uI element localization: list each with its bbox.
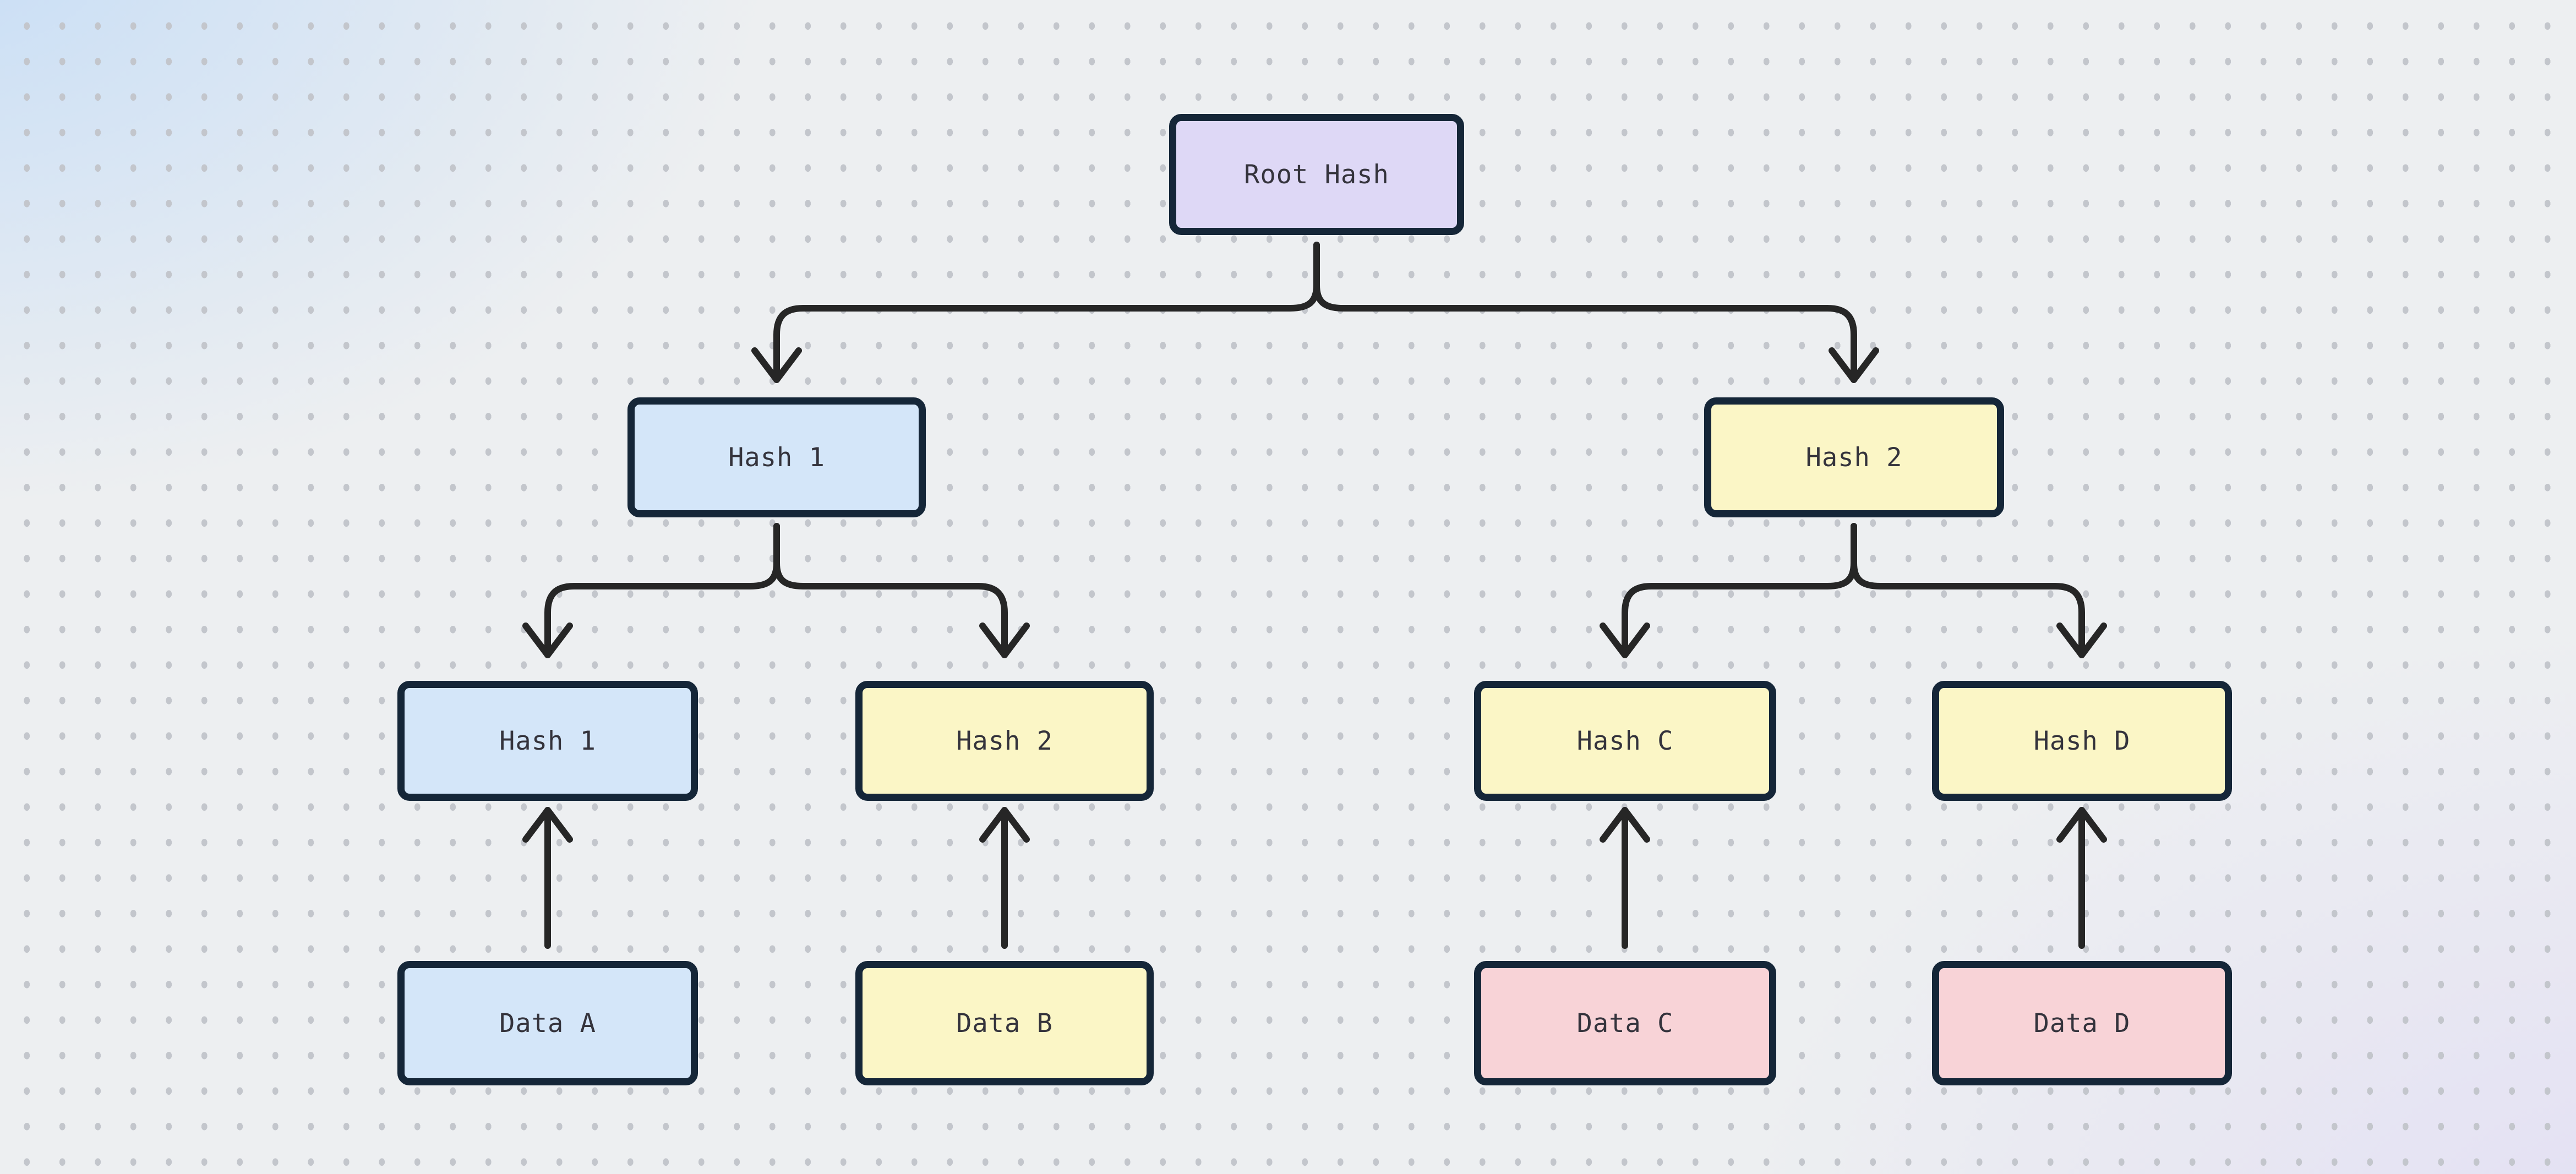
arrowhead-down-icon-hash-1-split-right [979, 623, 1030, 658]
arrowhead-down-icon-hash-1-split-left [522, 623, 573, 658]
node-data-d[interactable]: Data D [1932, 961, 2232, 1085]
arrowhead-down-icon-hash-2-split-left [1600, 623, 1650, 658]
node-hash-2-l2[interactable]: Hash 2 [1704, 397, 2004, 517]
arrowhead-up-icon-data-b-to-hash-2 [979, 807, 1030, 843]
arrowhead-down-icon-root-hash-split-right [1829, 347, 1879, 383]
arrowhead-down-icon-hash-2-split-right [2056, 623, 2107, 658]
node-hash-1-l2-label: Hash 1 [728, 442, 825, 473]
node-root-hash[interactable]: Root Hash [1169, 114, 1464, 235]
node-hash-1-l3-label: Hash 1 [499, 725, 596, 756]
arrowhead-up-icon-data-d-to-hash-d [2056, 807, 2107, 843]
node-hash-1-l3[interactable]: Hash 1 [397, 681, 698, 801]
node-data-b[interactable]: Data B [855, 961, 1154, 1085]
node-hash-c-l3-label: Hash C [1576, 725, 1674, 756]
node-data-d-label: Data D [2033, 1008, 2131, 1039]
node-data-c-label: Data C [1576, 1008, 1674, 1039]
node-data-c[interactable]: Data C [1474, 961, 1776, 1085]
node-root-hash-label: Root Hash [1244, 159, 1389, 190]
node-data-a[interactable]: Data A [397, 961, 698, 1085]
node-hash-2-l2-label: Hash 2 [1805, 442, 1903, 473]
node-hash-2-l3-label: Hash 2 [956, 725, 1053, 756]
node-hash-d-l3[interactable]: Hash D [1932, 681, 2232, 801]
node-hash-1-l2[interactable]: Hash 1 [627, 397, 926, 517]
connector-hash-2-split-right [1851, 523, 2085, 658]
node-data-b-label: Data B [956, 1008, 1053, 1039]
node-hash-c-l3[interactable]: Hash C [1474, 681, 1776, 801]
arrowhead-up-icon-data-c-to-hash-c [1600, 807, 1650, 843]
node-hash-d-l3-label: Hash D [2033, 725, 2131, 756]
connector-hash-1-split-right [773, 523, 1008, 658]
arrowhead-down-icon-root-hash-split-left [751, 347, 802, 383]
arrowhead-up-icon-data-a-to-hash-1 [522, 807, 573, 843]
node-data-a-label: Data A [499, 1008, 596, 1039]
node-hash-2-l3[interactable]: Hash 2 [855, 681, 1154, 801]
connector-root-hash-split-right [1313, 242, 1857, 383]
